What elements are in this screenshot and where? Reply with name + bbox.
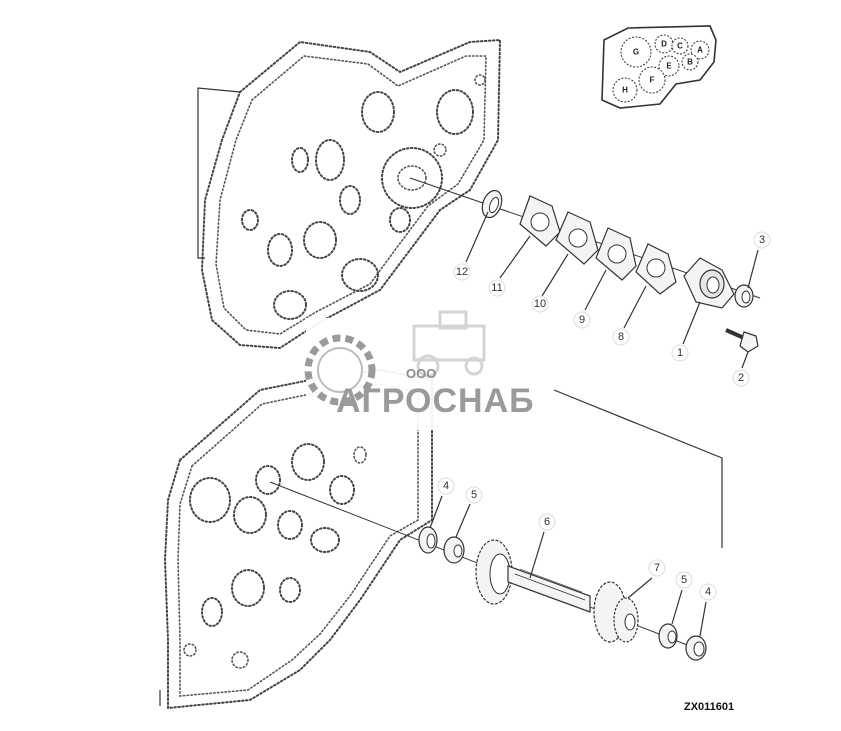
callout-label-12: 12 xyxy=(456,266,468,278)
callout-11: 11 xyxy=(488,235,531,297)
part-11-shim xyxy=(519,195,561,247)
callout-label-9: 9 xyxy=(579,314,585,326)
callout-label-10: 10 xyxy=(534,298,546,310)
callout-label-6: 6 xyxy=(544,516,550,528)
part-4-bearing-cup-left xyxy=(418,526,438,554)
gear-locator-inset: A B C D E F G H xyxy=(601,25,717,109)
callout-label-7: 7 xyxy=(654,562,660,574)
part-8-shim xyxy=(635,243,677,295)
watermark: ООО АГРОСНАБ xyxy=(304,310,552,430)
callout-4-left: 4 xyxy=(429,477,455,529)
callout-12: 12 xyxy=(453,211,489,281)
watermark-name: АГРОСНАБ xyxy=(336,382,535,420)
part-5-bearing-cone-left xyxy=(443,536,465,564)
callout-label-11: 11 xyxy=(491,282,502,294)
watermark-gear-icon xyxy=(304,334,376,406)
gear-letter-b: B xyxy=(687,58,693,67)
callout-label-2: 2 xyxy=(738,372,744,384)
callout-8: 8 xyxy=(612,285,647,346)
bracket-lines-upper xyxy=(197,87,241,259)
callout-label-4-left: 4 xyxy=(443,480,449,492)
part-2-bolt xyxy=(725,328,759,353)
callout-2: 2 xyxy=(732,351,750,387)
gear-letter-e: E xyxy=(666,62,672,71)
callout-label-1: 1 xyxy=(677,347,683,359)
gear-letter-a: A xyxy=(697,46,703,55)
callout-10: 10 xyxy=(531,253,569,313)
callout-5-right: 5 xyxy=(671,571,693,625)
gear-letter-g: G xyxy=(633,48,639,57)
part-12-oring xyxy=(481,189,503,219)
bracket-lines-right xyxy=(159,389,723,706)
drawing-code: ZX011601 xyxy=(684,701,734,713)
callout-label-5-right: 5 xyxy=(681,574,687,586)
gear-letter-c: C xyxy=(677,42,683,51)
upper-housing-cover xyxy=(200,38,502,350)
callout-label-4-right: 4 xyxy=(705,586,711,598)
part-5-bearing-cone-right xyxy=(658,623,678,649)
part-7-gear xyxy=(593,581,639,643)
callout-label-8: 8 xyxy=(618,331,624,343)
callout-7: 7 xyxy=(627,559,666,599)
callout-6: 6 xyxy=(529,513,556,579)
watermark-harvester-icon xyxy=(412,310,486,378)
callout-5-left: 5 xyxy=(455,486,483,538)
callout-3: 3 xyxy=(747,231,771,289)
part-1-bearing-cap xyxy=(683,257,735,309)
part-3-nut xyxy=(734,284,754,308)
gear-letter-h: H xyxy=(622,86,628,95)
gear-letter-f: F xyxy=(650,76,655,85)
callout-label-5-left: 5 xyxy=(471,489,477,501)
gear-letter-d: D xyxy=(661,40,667,49)
callout-4-right: 4 xyxy=(699,583,717,637)
part-9-shim xyxy=(595,227,637,281)
part-4-bearing-cup-right xyxy=(685,635,707,661)
part-10-shim xyxy=(555,211,599,265)
watermark-prefix: ООО xyxy=(406,366,436,381)
part-6-gear-shaft xyxy=(475,539,591,613)
callout-label-3: 3 xyxy=(759,234,765,246)
callout-9: 9 xyxy=(573,269,607,329)
callout-1: 1 xyxy=(671,301,701,362)
